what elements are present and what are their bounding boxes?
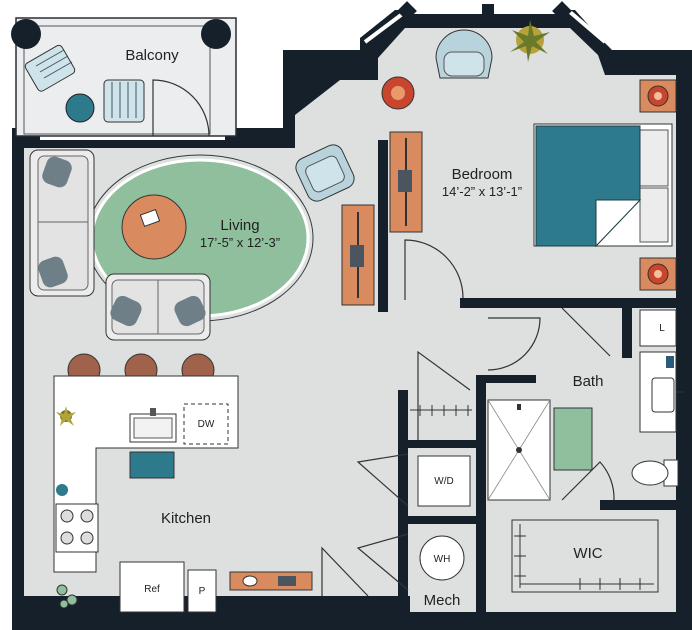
kitchen: DW Ref P Kitchen [53, 353, 369, 613]
utility-area: W/D WH Mech [356, 350, 472, 609]
wall-closet-top [398, 440, 486, 448]
wall-bath-top [486, 375, 536, 383]
entry-door-swing [321, 546, 369, 597]
closet-hangers [419, 405, 469, 416]
kitchen-counter [53, 375, 239, 573]
wall-bath-right-top [622, 298, 632, 358]
bath-mat [553, 407, 593, 471]
vanity [639, 351, 684, 433]
kitchen-canister [56, 484, 68, 496]
bed [533, 123, 673, 248]
water-heater-label: WH [434, 554, 451, 565]
wic-door-swing [561, 461, 615, 501]
nightstand-top [639, 79, 677, 113]
walk-in-closet: WIC [511, 519, 659, 593]
bay-window [363, 1, 607, 44]
dishwasher-label: DW [198, 419, 215, 430]
wd-door-swing [356, 453, 409, 507]
wic-outline [511, 519, 659, 593]
balcony-railing [23, 25, 211, 135]
wic-hangers [514, 535, 641, 590]
herb-pots [56, 584, 78, 609]
wall-wd-bottom [398, 516, 486, 524]
pantry-label: P [199, 586, 206, 597]
wall-bedroom-bottom [460, 298, 676, 308]
coffee-table-book [139, 208, 161, 228]
mech-label: Mech [424, 592, 461, 609]
dishwasher [183, 403, 229, 445]
living-label: Living [220, 217, 259, 234]
balcony-post-right [201, 19, 231, 49]
refrigerator [119, 561, 185, 613]
wic-label: WIC [573, 545, 602, 562]
kitchen-plant [56, 406, 76, 426]
living-room: Living 17’-5” x 12’-3” [29, 144, 375, 341]
mech-door-swing [356, 533, 409, 591]
cooktop [55, 503, 99, 553]
wall-bath-left [476, 375, 486, 612]
balcony-side-table [65, 93, 95, 123]
accent-chair-living [295, 144, 355, 202]
bath-label: Bath [573, 373, 604, 390]
toilet [631, 459, 679, 487]
entry-console [229, 571, 313, 591]
closet-door-swing [417, 350, 471, 440]
washer-dryer-label: W/D [434, 476, 453, 487]
media-console [341, 204, 375, 306]
balcony: Balcony [11, 17, 237, 137]
bedroom-armchair [435, 29, 493, 79]
kitchen-sink [129, 408, 177, 443]
loveseat [105, 273, 211, 341]
refrigerator-label: Ref [144, 584, 160, 595]
bedroom-label: Bedroom [452, 166, 513, 183]
bedroom-plant [510, 20, 550, 62]
pantry [187, 569, 217, 613]
balcony-lounge-chair-right [103, 79, 145, 123]
wall-bath-wic [600, 500, 676, 510]
water-heater [419, 535, 465, 581]
wall-living-bedroom [378, 140, 388, 310]
bedroom: Bedroom 14’-2” x 13’-1” [381, 20, 677, 300]
linen-label: L [659, 323, 665, 334]
coffee-table [121, 194, 187, 260]
bedroom-dresser [389, 131, 423, 233]
balcony-door-swing [152, 79, 210, 137]
living-dimensions: 17’-5” x 12’-3” [200, 235, 280, 250]
bedroom-door-swing [404, 239, 464, 300]
linen-cabinet [639, 309, 677, 347]
washer-dryer [417, 455, 471, 507]
kitchen-mat [129, 451, 175, 479]
nightstand-bottom [639, 257, 677, 291]
bath-entry-door-swing [561, 307, 611, 357]
sofa-left [29, 149, 95, 297]
bath: L Bath [487, 307, 684, 501]
shower [487, 399, 551, 501]
balcony-post-left [11, 19, 41, 49]
bedroom-dimensions: 14’-2” x 13’-1” [442, 184, 522, 199]
kitchen-label: Kitchen [161, 510, 211, 527]
wall-bedroom-bottom-left [378, 300, 388, 312]
bath-door-swing [487, 317, 541, 371]
wall-closet-left [398, 390, 408, 596]
balcony-lounge-chair-left [24, 44, 76, 92]
balcony-label: Balcony [125, 47, 179, 64]
